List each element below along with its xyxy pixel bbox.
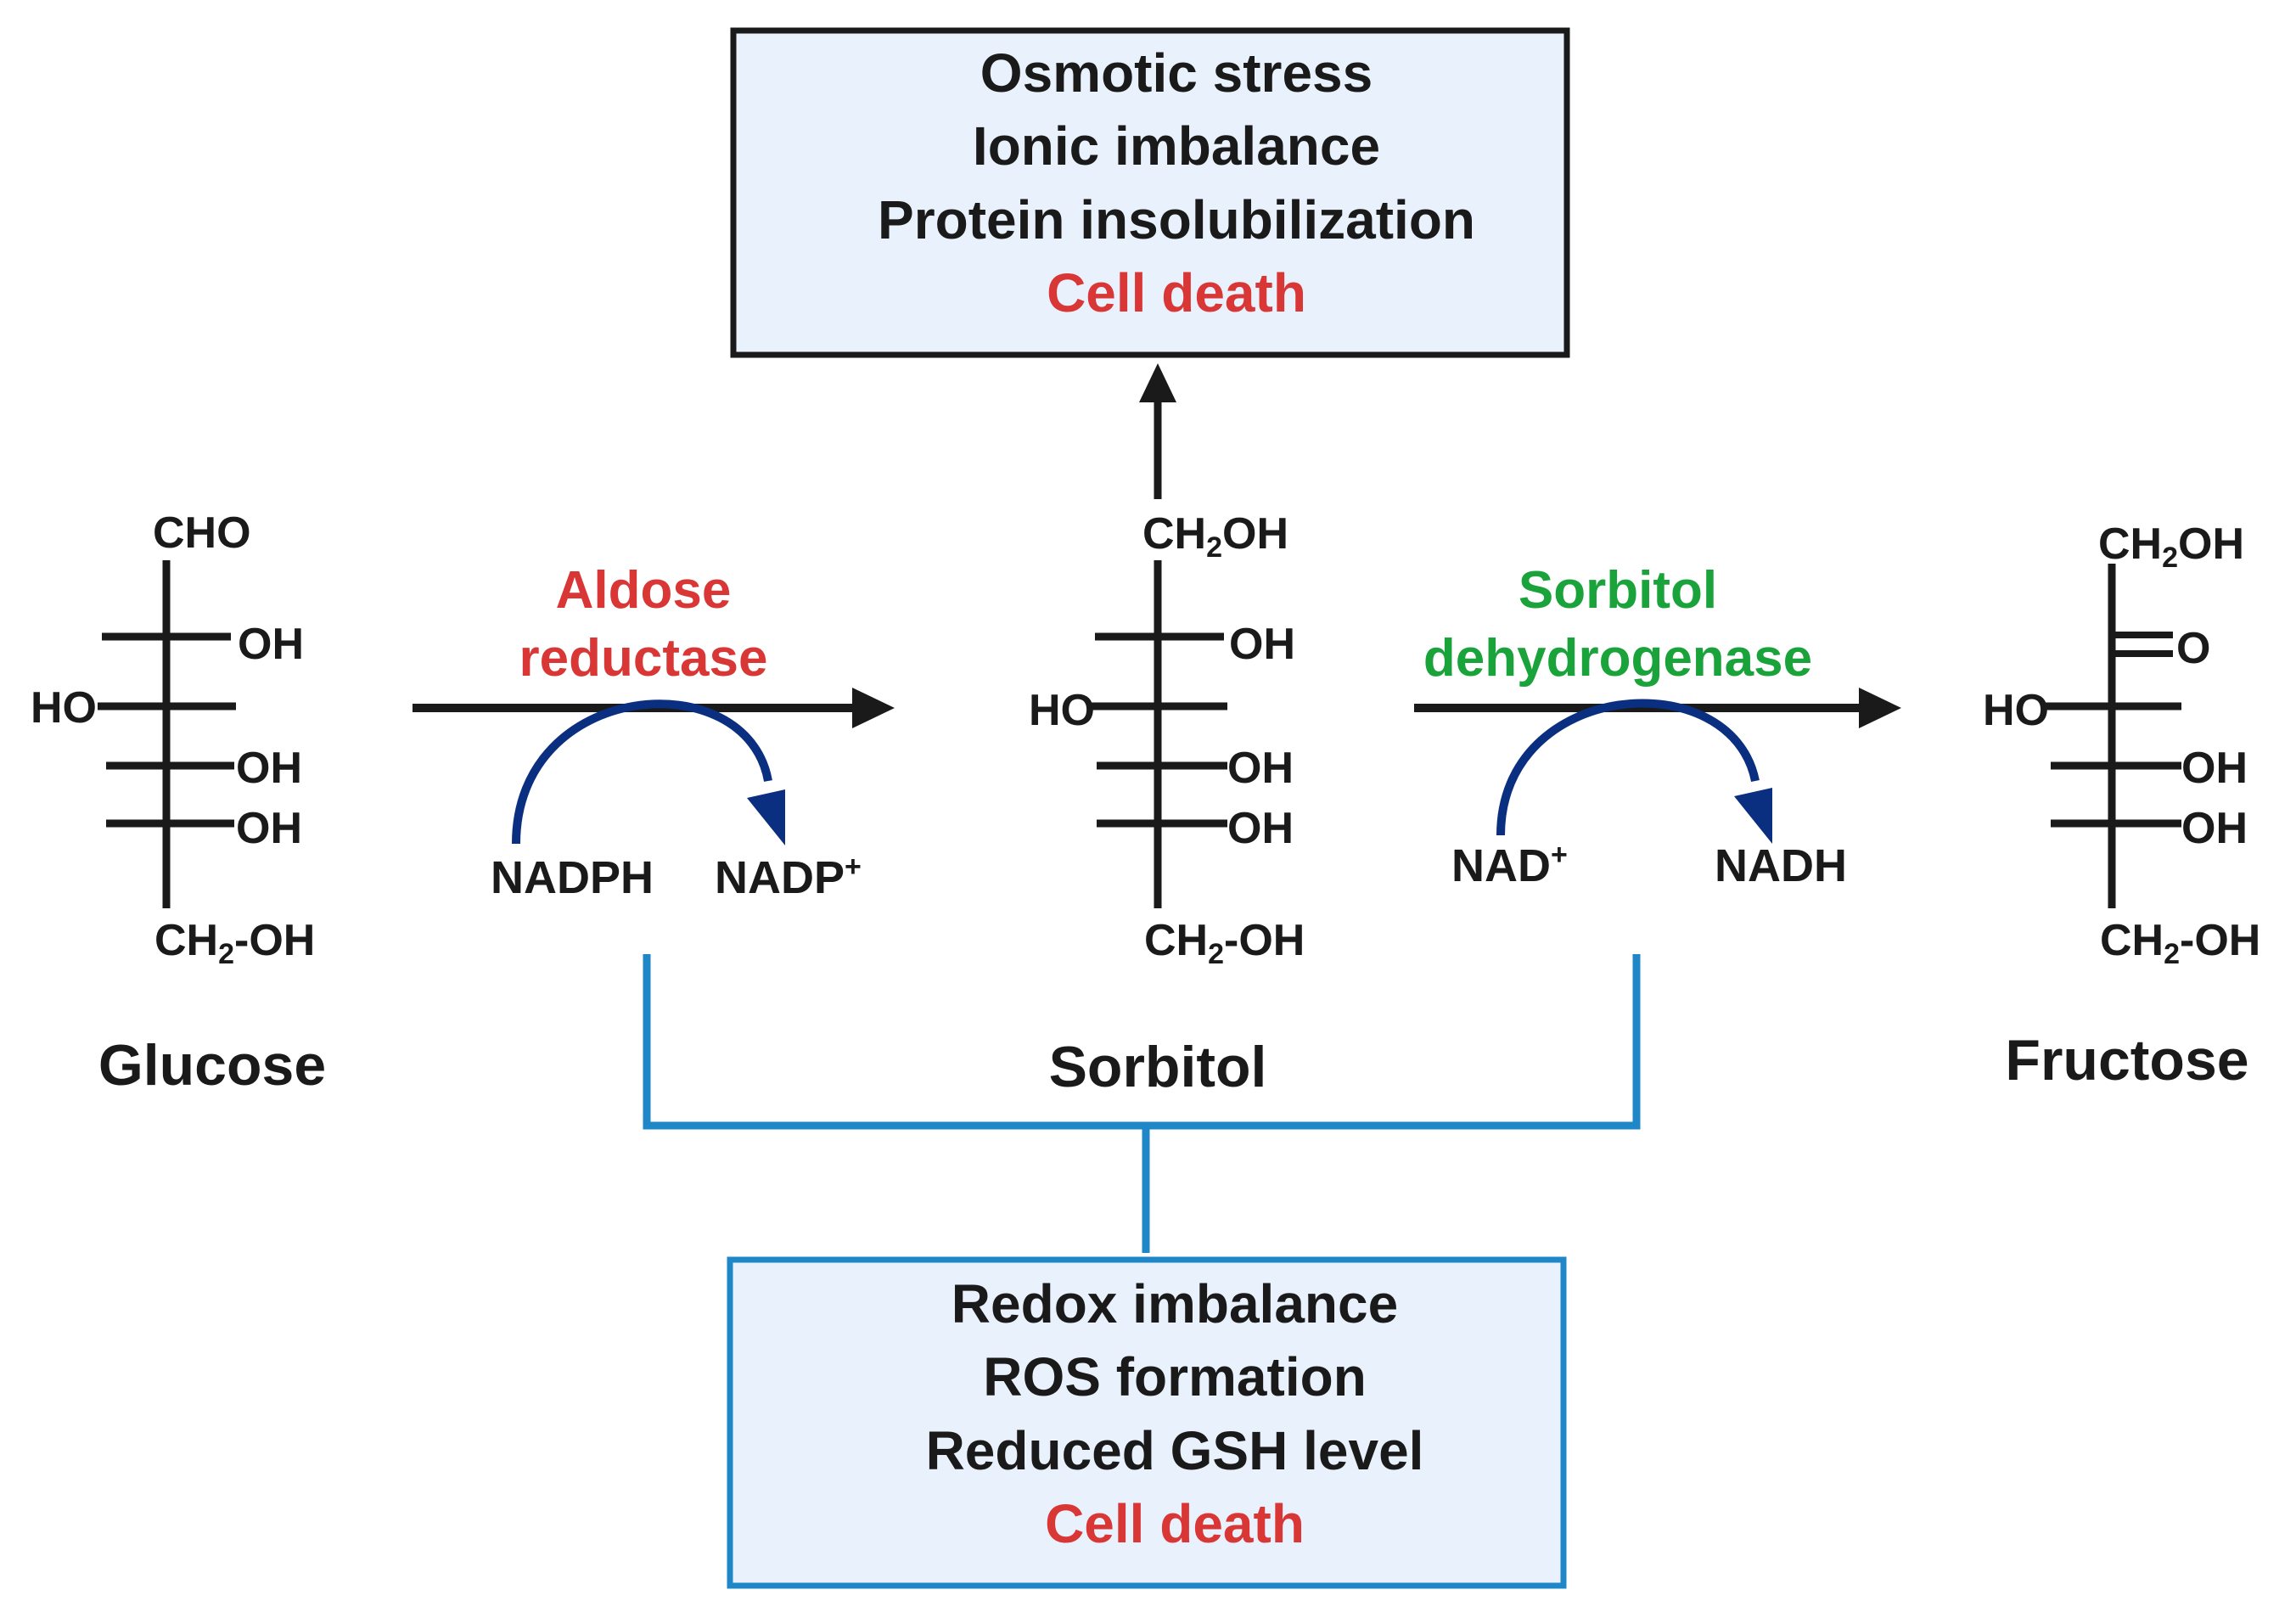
top-box-line-1: Osmotic stress [980,42,1373,104]
sorbitol-ch2oh-top: CH2OH [1142,509,1288,564]
enzyme2-line2: dehydrogenase [1423,629,1812,688]
glucose-oh-3: OH [236,804,302,853]
fructose-oh-3: OH [2181,804,2248,853]
nadph-label: NADPH [491,852,654,903]
nad-curved-arrow [1496,699,1760,836]
sorbitol-oh-3: OH [1227,804,1294,853]
cofactor-bracket [643,954,1641,1253]
fructose-structure: CH2OH O HO OH OH CH2-OH Fructose [1983,520,2260,1092]
fructose-ch2oh-bottom: CH2-OH [2100,916,2260,970]
sorbitol-name: Sorbitol [1049,1035,1267,1099]
glucose-structure: CHO OH HO OH OH CH2-OH Glucose [31,508,326,1098]
fructose-ch2oh-top: CH2OH [2098,520,2244,574]
enzyme1-line2: reductase [519,629,768,688]
bottom-box-line-1: Redox imbalance [952,1273,1398,1334]
fructose-keto-o: O [2176,624,2210,673]
nadph-curved-arrow [512,699,772,845]
top-box-cell-death: Cell death [1047,262,1306,323]
up-arrow [1139,363,1176,499]
fructose-name: Fructose [2005,1028,2248,1092]
bottom-effects-box: Redox imbalance ROS formation Reduced GS… [727,1256,1567,1589]
enzyme1-line1: Aldose [556,561,732,620]
top-box-frame [730,27,1570,358]
top-box-line-3: Protein insolubilization [878,189,1475,250]
bottom-box-frame [727,1256,1567,1589]
sorbitol-ho: HO [1029,686,1095,735]
glucose-oh-1: OH [238,620,304,669]
nad-plus-label: NAD+ [1451,839,1568,891]
nadp-plus-label: NADP+ [715,851,862,903]
enzyme2-line1: Sorbitol [1519,561,1717,620]
glucose-cho: CHO [153,508,251,558]
bottom-box-cell-death: Cell death [1045,1493,1305,1554]
sorbitol-oh-1: OH [1229,620,1295,669]
fructose-oh-2: OH [2181,744,2248,793]
glucose-name: Glucose [98,1033,326,1098]
glucose-ho: HO [31,683,97,733]
aldose-reductase-reaction: Aldose reductase NADPH NADP+ [413,561,895,903]
sorbitol-structure: CH2OH OH HO OH OH CH2-OH Sorbitol [1029,509,1305,1099]
sorbitol-oh-2: OH [1227,744,1294,793]
bottom-box-line-2: ROS formation [983,1346,1367,1407]
top-effects-box: Osmotic stress Ionic imbalance Protein i… [730,27,1570,358]
top-box-line-2: Ionic imbalance [973,115,1380,177]
bottom-box-line-3: Reduced GSH level [926,1420,1424,1481]
sorbitol-ch2oh-bottom: CH2-OH [1144,916,1305,970]
fructose-ho: HO [1983,686,2049,735]
sorbitol-dehydrogenase-reaction: Sorbitol dehydrogenase NAD+ NADH [1414,561,1901,891]
glucose-ch2oh: CH2-OH [154,916,315,970]
glucose-oh-2: OH [236,744,302,793]
nadh-label: NADH [1715,840,1847,891]
